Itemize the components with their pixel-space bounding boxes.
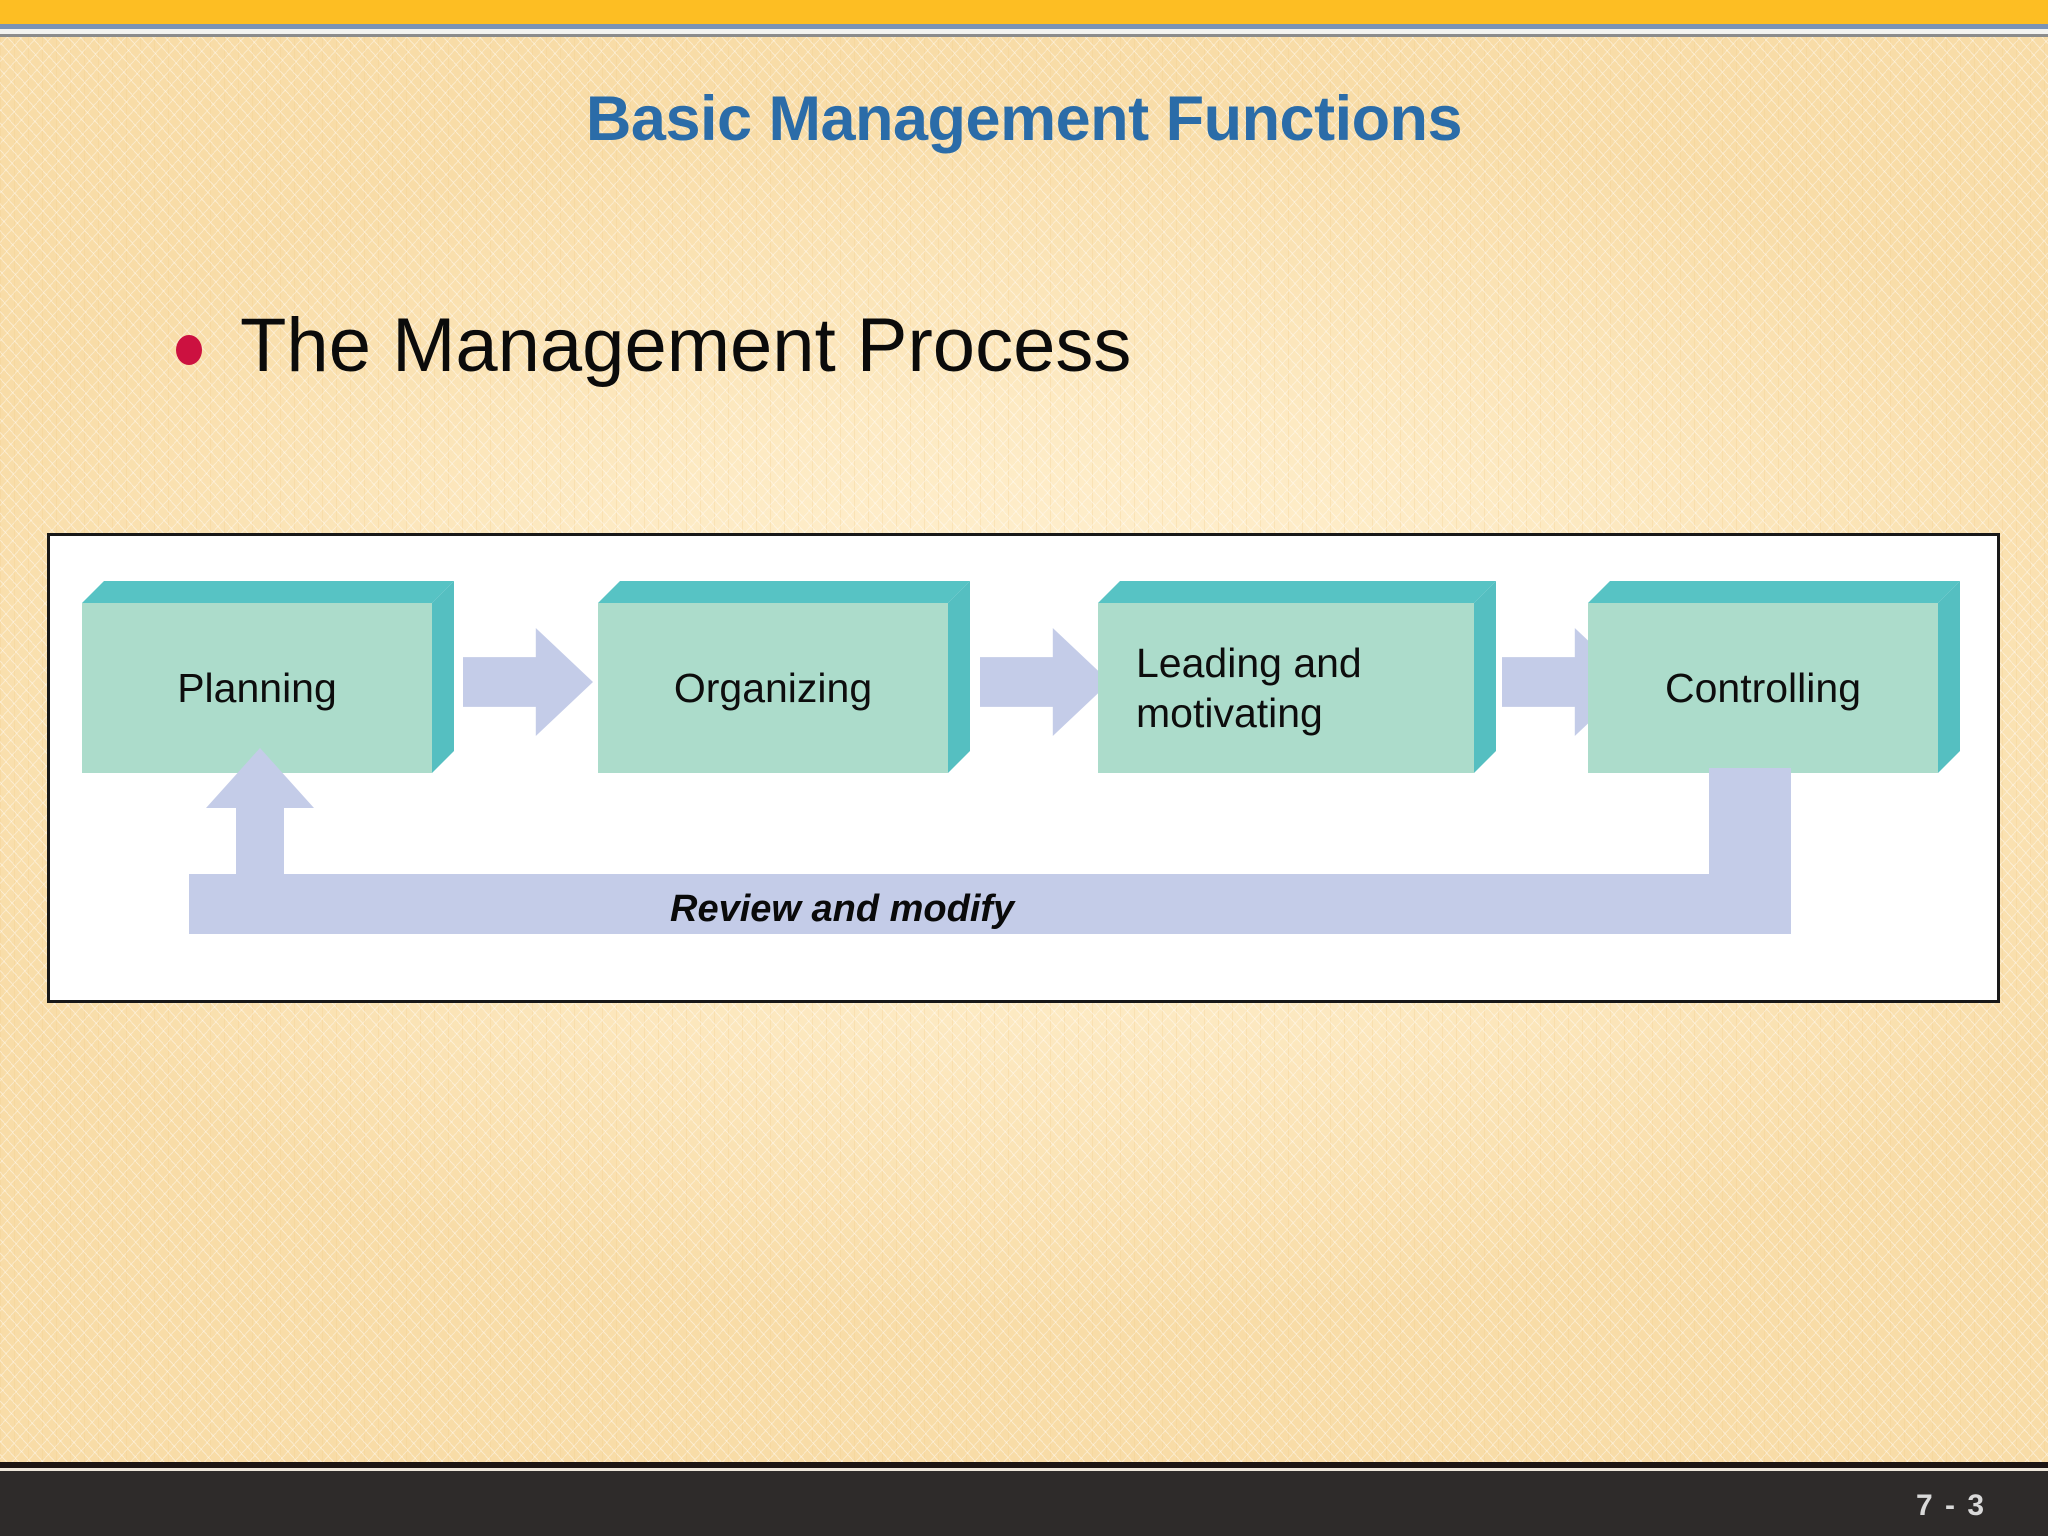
top-rule-gray <box>0 34 2048 37</box>
process-step-label: Controlling <box>1665 664 1861 711</box>
box-front-face: Planning <box>82 603 432 773</box>
process-step-label: Planning <box>177 664 337 711</box>
footer-rule-dark <box>0 1462 2048 1468</box>
box-front-face: Leading and motivating <box>1098 603 1474 773</box>
bullet-list-item: The Management Process <box>176 304 1131 388</box>
diagram-canvas: Planning Organizing L <box>50 536 1997 1000</box>
top-accent-band <box>0 0 2048 24</box>
process-box-controlling: Controlling <box>1588 581 1960 773</box>
box-front-face: Organizing <box>598 603 948 773</box>
process-step-label: Organizing <box>673 664 873 711</box>
flow-arrow-planning-to-organizing <box>463 628 593 736</box>
top-rule-blue <box>0 24 2048 29</box>
page-title: Basic Management Functions <box>585 84 1463 154</box>
footer-rule-light <box>0 1468 2048 1471</box>
box-front-face: Controlling <box>1588 603 1938 773</box>
feedback-label: Review and modify <box>670 888 1015 930</box>
process-box-leading-and-motivating: Leading and motivating <box>1098 581 1496 773</box>
flow-arrow-organizing-to-leading <box>980 628 1110 736</box>
process-step-label-line1: Leading and <box>1136 639 1362 686</box>
top-rule-white <box>0 29 2048 34</box>
process-box-organizing: Organizing <box>598 581 970 773</box>
feedback-path-horizontal <box>189 874 1791 934</box>
management-process-diagram: Planning Organizing L <box>47 533 2000 1003</box>
footer-page-number: 7 - 3 <box>1915 1489 1986 1522</box>
bullet-item-label: The Management Process <box>240 303 1132 388</box>
bullet-dot-icon <box>176 334 202 365</box>
process-step-label-line2: motivating <box>1136 690 1323 736</box>
process-step-label: Leading and motivating <box>1098 638 1362 738</box>
process-box-planning: Planning <box>82 581 454 773</box>
footer-bar <box>0 1471 2048 1536</box>
